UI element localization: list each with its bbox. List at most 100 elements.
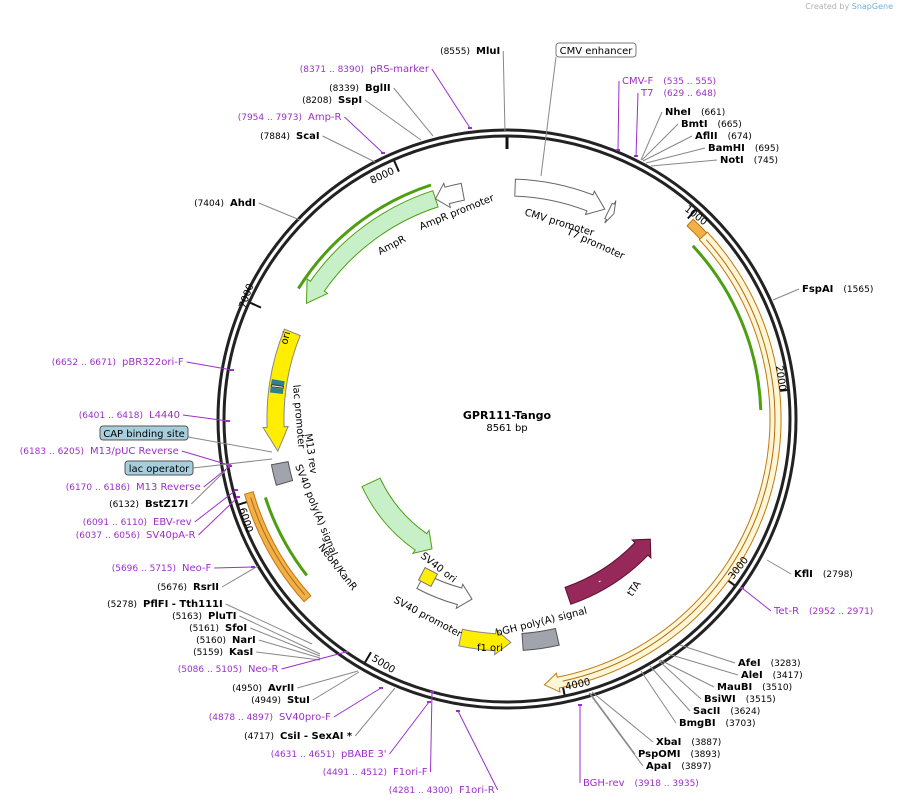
site-xbai[interactable]: XbaI(3887) — [656, 737, 721, 748]
leader-bglii — [393, 87, 434, 137]
site-ahdi[interactable]: AhdI(7404) — [194, 198, 256, 209]
leader-cmv-enhancer — [540, 56, 557, 177]
site-prs-marker[interactable]: pRS-marker(8371 .. 8390) — [300, 64, 430, 75]
site-position: (7954 .. 7973) — [238, 113, 302, 123]
lac-operator-block[interactable] — [271, 379, 285, 387]
site-name: NotI — [720, 155, 744, 166]
site-kfli[interactable]: KflI(2798) — [794, 569, 853, 580]
site-fspai[interactable]: FspAI(1565) — [802, 284, 873, 295]
site-ebv-rev[interactable]: EBV-rev(6091 .. 6110) — [83, 517, 192, 528]
leader-bmgbi — [640, 670, 677, 724]
site-sacii[interactable]: SacII(3624) — [693, 706, 760, 717]
site-kasi[interactable]: KasI(5159) — [193, 647, 253, 658]
site-pspomi[interactable]: PspOMI(3893) — [638, 749, 720, 760]
leader-xbai — [591, 691, 654, 743]
site-sv40pa-r[interactable]: SV40pA-R(6037 .. 6056) — [76, 530, 196, 541]
site-bgh-rev[interactable]: BGH-rev(3918 .. 3935) — [583, 778, 699, 789]
site-bstz17i[interactable]: BstZ17I(6132) — [109, 499, 188, 510]
site-name: AflII — [695, 131, 718, 142]
leader-m13-reverse — [203, 465, 231, 488]
site-apai[interactable]: ApaI(3897) — [646, 761, 711, 772]
site-name: M13/pUC Reverse — [90, 446, 179, 457]
site-position: (6170 .. 6186) — [66, 483, 130, 493]
site-mlui[interactable]: MluI(8555) — [440, 46, 500, 57]
site-maubi[interactable]: MauBI(3510) — [717, 682, 792, 693]
site-position: (5086 .. 5105) — [178, 665, 242, 675]
site-f1ori-r[interactable]: F1ori-R(4281 .. 4300) — [389, 785, 495, 796]
sv40-ori-block[interactable] — [417, 566, 439, 588]
site-amp-r[interactable]: Amp-R(7954 .. 7973) — [238, 112, 342, 123]
site-position: (3918 .. 3935) — [635, 779, 699, 789]
site-noti[interactable]: NotI(745) — [720, 155, 778, 166]
leader-cap-binding-site — [187, 436, 273, 453]
ampr-arrow[interactable] — [305, 190, 439, 305]
site-nari[interactable]: NarI(5160) — [196, 635, 256, 646]
leader-sacii — [649, 665, 691, 712]
site-alei[interactable]: AleI(3417) — [741, 670, 803, 681]
site-position: (3515) — [746, 695, 776, 705]
site-position: (5696 .. 5715) — [112, 564, 176, 574]
neor-arrow[interactable] — [361, 477, 433, 555]
site-aflii[interactable]: AflII(674) — [695, 131, 752, 142]
primer-mark-bgh-rev — [578, 704, 582, 706]
tetr-vp16-arrow[interactable] — [564, 538, 652, 605]
site-position: (695) — [755, 144, 779, 154]
site-m13-reverse[interactable]: M13 Reverse(6170 .. 6186) — [66, 482, 201, 493]
site-sfoi[interactable]: SfoI(5161) — [189, 623, 247, 634]
site-cmv-f[interactable]: CMV-F(535 .. 555) — [622, 76, 716, 87]
lac-operator-box[interactable] — [124, 460, 194, 476]
site-l4440[interactable]: L4440(6401 .. 6418) — [79, 410, 180, 421]
sv40-polya-block[interactable] — [270, 461, 294, 486]
site-name: RsrII — [193, 582, 219, 593]
site-name: KasI — [229, 647, 253, 658]
cap-site-block[interactable] — [269, 387, 284, 394]
site-name: BstZ17I — [145, 499, 188, 510]
site-pflfi-tth111i[interactable]: PflFI - Tth111I(5278) — [107, 599, 223, 610]
site-name: PluTI — [208, 611, 236, 622]
site-stui[interactable]: StuI(4949) — [251, 695, 310, 706]
site-position: (8371 .. 8390) — [300, 65, 364, 75]
site-bmgbi[interactable]: BmgBI(3703) — [679, 718, 755, 729]
site-name: BglII — [365, 83, 391, 94]
t7-promoter-arrow[interactable] — [604, 200, 617, 224]
f1-ori-arrow[interactable] — [458, 628, 512, 656]
site-name: AleI — [741, 670, 763, 681]
site-neo-r[interactable]: Neo-R(5086 .. 5105) — [178, 664, 279, 675]
bgh-polya-block[interactable] — [521, 627, 560, 651]
site-bsiwi[interactable]: BsiWI(3515) — [704, 694, 776, 705]
site-m13-puc-reverse[interactable]: M13/pUC Reverse(6183 .. 6205) — [20, 446, 179, 457]
site-neo-f[interactable]: Neo-F(5696 .. 5715) — [112, 563, 212, 574]
site-bamhi[interactable]: BamHI(695) — [708, 143, 779, 154]
site-pbabe-3[interactable]: pBABE 3'(4631 .. 4651) — [271, 749, 387, 760]
site-bmti[interactable]: BmtI(665) — [681, 119, 742, 130]
leader-bmti — [641, 123, 679, 161]
cmv-promoter-arrow[interactable] — [514, 178, 606, 216]
site-csii-sexai[interactable]: CsiI - SexAI *(4717) — [244, 731, 353, 742]
site-name: SspI — [338, 95, 362, 106]
site-t7[interactable]: T7(629 .. 648) — [640, 88, 716, 99]
site-nhei[interactable]: NheI(661) — [665, 107, 725, 118]
ampr-promoter-arrow[interactable] — [434, 181, 465, 209]
site-position: (2952 .. 2971) — [809, 607, 873, 617]
site-pluti[interactable]: PluTI(5163) — [172, 611, 236, 622]
m13-rev-block[interactable] — [270, 384, 284, 389]
site-bglii[interactable]: BglII(8339) — [329, 83, 391, 94]
cmv-enhancer-box[interactable] — [555, 42, 637, 58]
site-avrii[interactable]: AvrII(4950) — [232, 683, 294, 694]
site-sspi[interactable]: SspI(8208) — [302, 95, 362, 106]
leader-tet-r — [741, 587, 772, 612]
site-pbr322ori-f[interactable]: pBR322ori-F(6652 .. 6671) — [52, 357, 184, 368]
site-afei[interactable]: AfeI(3283) — [738, 658, 801, 669]
leader-pbabe-3 — [389, 701, 430, 755]
site-tet-r[interactable]: Tet-R(2952 .. 2971) — [773, 606, 873, 617]
tta-arrow[interactable] — [543, 231, 782, 693]
site-position: (5278) — [107, 600, 137, 610]
primer-mark-prs-marker — [468, 127, 472, 129]
site-sv40pro-f[interactable]: SV40pro-F(4878 .. 4897) — [209, 712, 331, 723]
site-rsrii[interactable]: RsrII(5676) — [157, 582, 219, 593]
site-scai[interactable]: ScaI(7884) — [260, 131, 320, 142]
cap-binding-site-box[interactable] — [99, 425, 189, 441]
site-f1ori-f[interactable]: F1ori-F(4491 .. 4512) — [323, 767, 428, 778]
neo-orange-band[interactable] — [243, 491, 312, 603]
